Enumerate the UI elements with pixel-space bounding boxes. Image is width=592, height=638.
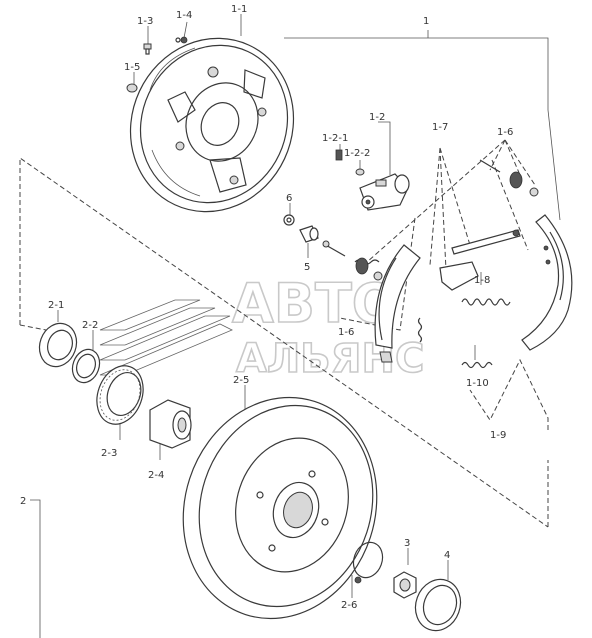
spacer	[149, 399, 192, 449]
watermark-logo	[99, 299, 233, 376]
label-2-5: 2-5	[233, 375, 249, 386]
watermark-line-1: АВТО	[232, 272, 398, 335]
label-1-1: 1-1	[231, 4, 247, 15]
label-1-7: 1-7	[432, 122, 448, 133]
upper-return-spring	[461, 298, 511, 306]
label-1-6-left: 1-6	[338, 327, 354, 338]
bushing	[299, 225, 319, 243]
label-5: 5	[304, 262, 310, 273]
label-2-3: 2-3	[101, 448, 117, 459]
label-3: 3	[404, 538, 410, 549]
bolt	[322, 240, 346, 257]
snap-ring	[71, 348, 101, 384]
label-2: 2	[20, 496, 26, 507]
lower-return-spring	[461, 361, 493, 369]
label-2-1: 2-1	[48, 300, 64, 311]
label-1: 1	[423, 16, 429, 27]
label-4: 4	[444, 550, 450, 561]
assembly-boundaries	[19, 139, 549, 528]
shoe-hold-down-spring-right	[479, 159, 539, 197]
wheel-cylinder	[359, 173, 410, 211]
part-labels: 1 1-1 1-2 1-2-1 1-2-2 1-3 1-4 1-5 1-6 1-…	[20, 4, 513, 611]
plug	[126, 83, 138, 93]
brake-shoe-right	[521, 214, 573, 351]
label-2-2: 2-2	[82, 320, 98, 331]
label-1-5: 1-5	[124, 62, 140, 73]
hub-cap-ring	[352, 541, 384, 584]
label-2-6: 2-6	[341, 600, 357, 611]
oil-seal	[38, 322, 78, 368]
label-1-3: 1-3	[137, 16, 153, 27]
bleeder-cap	[175, 36, 188, 44]
label-6: 6	[286, 193, 292, 204]
label-1-6-right: 1-6	[497, 127, 513, 138]
brake-drum	[182, 396, 378, 620]
label-1-2: 1-2	[369, 112, 385, 123]
washer	[283, 214, 295, 226]
label-1-8: 1-8	[474, 275, 490, 286]
dust-cap	[355, 168, 365, 176]
adjuster-spring	[417, 317, 423, 343]
label-1-2-1: 1-2-1	[322, 133, 348, 144]
shoe-hold-down-spring-left	[354, 257, 383, 281]
label-2-4: 2-4	[148, 470, 164, 481]
brake-shoe-left	[374, 244, 421, 363]
label-1-10: 1-10	[466, 378, 489, 389]
adjuster-strut	[451, 229, 521, 255]
hub-cap	[414, 578, 462, 632]
label-1-2-2: 1-2-2	[344, 148, 370, 159]
bleeder-bolt	[143, 43, 152, 55]
label-1-9: 1-9	[490, 430, 506, 441]
label-1-4: 1-4	[176, 10, 192, 21]
bleeder-screw	[335, 149, 343, 161]
hub-nut	[393, 571, 417, 599]
bearing	[96, 365, 144, 425]
backing-plate	[129, 37, 295, 213]
adjuster-lever	[439, 261, 479, 291]
leader-lines	[30, 14, 561, 638]
